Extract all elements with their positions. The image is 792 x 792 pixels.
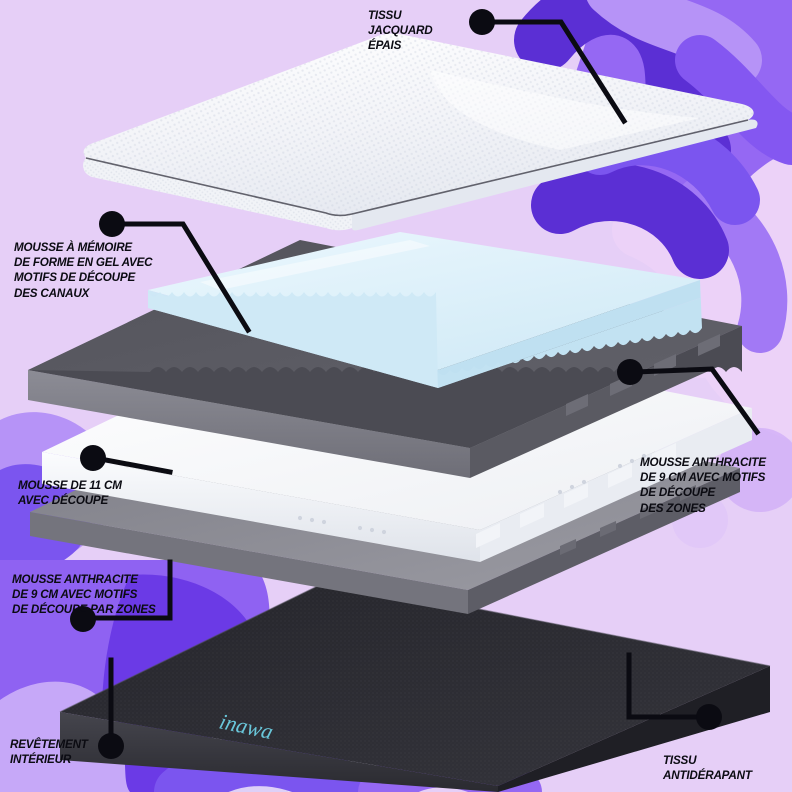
- callout-dot-gel: [99, 211, 125, 237]
- top-cover-side-front-texture: [83, 158, 352, 231]
- callout-dot-antiderapant: [696, 704, 722, 730]
- gel-foam-highlight: [200, 240, 430, 290]
- gel-foam-side-right: [438, 280, 700, 388]
- callout-dot-anthracite-upper: [617, 359, 643, 385]
- label-mousse-anthracite-par-zones: MOUSSE ANTHRACITE DE 9 CM AVEC MOTIFS DE…: [12, 572, 156, 617]
- white-foam-side-front: [42, 452, 480, 562]
- gel-foam-wave-edge-right: [438, 280, 702, 388]
- label-mousse-anthracite-zones: MOUSSE ANTHRACITE DE 9 CM AVEC MOTIFS DE…: [640, 455, 766, 515]
- callout-dot-jacquard: [469, 9, 495, 35]
- callout-dot-mousse11: [80, 445, 106, 471]
- white-foam-profile-notches: [476, 443, 676, 548]
- anthracite-lower-notches: [560, 485, 696, 555]
- callout-line-anthracite-upper: [631, 366, 761, 436]
- gel-memory-foam-layer: [148, 232, 702, 388]
- top-cover-face-texture: [83, 33, 754, 216]
- top-cover-side-right: [352, 119, 758, 231]
- callout-dot-anthracite-lower: [70, 606, 96, 632]
- callout-line-jacquard: [481, 19, 628, 125]
- white-foam-perforations: [297, 453, 647, 535]
- gel-foam-wave-edge-left: [148, 292, 438, 388]
- label-mousse-memoire-gel: MOUSSE À MÉMOIRE DE FORME EN GEL AVEC MO…: [14, 240, 153, 300]
- anthracite-upper-notches: [566, 334, 720, 416]
- callout-line-anthracite-lower: [80, 559, 173, 621]
- white-foam-side-right: [480, 408, 752, 562]
- anthracite-upper-side-front: [28, 370, 470, 478]
- base-cover-side-right: [498, 666, 770, 792]
- callout-dot-revetement: [98, 733, 124, 759]
- label-revetement-interieur: REVÊTEMENT INTÉRIEUR: [10, 737, 88, 767]
- anthracite-upper-crest: [28, 326, 742, 448]
- callout-dots: [70, 9, 722, 759]
- label-mousse-11cm: MOUSSE DE 11 CM AVEC DÉCOUPE: [18, 478, 122, 508]
- label-tissu-antiderapant: TISSU ANTIDÉRAPANT: [663, 753, 752, 783]
- top-cover-layer: [83, 33, 758, 231]
- top-cover-outline: [85, 119, 749, 217]
- callout-line-gel: [111, 221, 252, 334]
- anthracite-lower-side-right: [468, 468, 740, 614]
- base-cover-side-front: [60, 712, 498, 792]
- anthracite-lower-side-front: [30, 512, 468, 614]
- top-cover-sheen: [430, 70, 700, 150]
- base-cover-layer: inawa: [59, 579, 771, 792]
- callout-line-mousse11: [92, 455, 173, 475]
- callout-line-antiderapant: [626, 652, 710, 720]
- label-tissu-jacquard: TISSU JACQUARD ÉPAIS: [368, 8, 433, 53]
